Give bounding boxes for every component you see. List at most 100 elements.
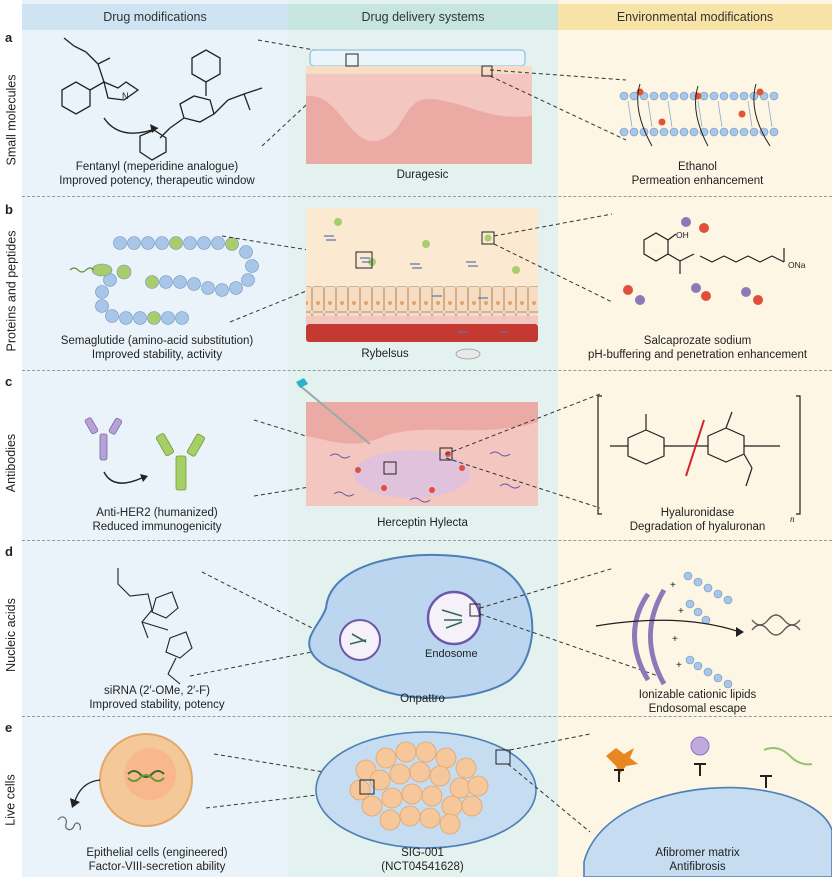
caption-salcaprozate: Salcaprozate sodium pH-buffering and pen… — [570, 334, 825, 362]
hyaluronan-subscript: n — [790, 514, 795, 524]
caption-line: Hyaluronidase — [660, 507, 735, 519]
svg-text:+: + — [672, 634, 678, 645]
caption-line: Antifibrosis — [669, 861, 726, 873]
row-divider — [22, 716, 832, 717]
collagen-fiber-icon — [763, 747, 813, 766]
row-divider — [22, 540, 832, 541]
zoom-line — [445, 457, 601, 509]
row-letter-e: e — [5, 720, 13, 735]
caption-epithelial-cells: Epithelial cells (engineered) Factor-VII… — [32, 846, 282, 874]
caption-line: Semaglutide (amino-acid substitution) — [60, 335, 254, 347]
factor-viii-protein — [57, 816, 81, 831]
ion-charges — [623, 217, 763, 305]
humanized-antibody — [155, 433, 205, 491]
zoom-line — [479, 613, 665, 679]
column-bg-environmental — [558, 0, 832, 877]
caption-line: Anti-HER2 (humanized) — [96, 507, 218, 519]
caption-line: Endosomal escape — [648, 703, 747, 715]
caption-duragesic: Duragesic — [300, 168, 545, 182]
caption-ionizable-lipids: Ionizable cationic lipids Endosomal esca… — [570, 688, 825, 716]
sig001-encapsulated-cells — [315, 731, 537, 849]
endosome-label: Endosome — [425, 648, 478, 660]
meperidine-n-label: N — [122, 91, 129, 101]
caption-line: Rybelsus — [361, 348, 409, 360]
caption-anti-her2: Anti-HER2 (humanized) Reduced immunogeni… — [32, 506, 282, 534]
caption-line: Herceptin Hylecta — [377, 517, 468, 529]
humanization-arrow — [103, 471, 147, 484]
caption-line: Salcaprozate sodium — [643, 335, 752, 347]
caption-line: (NCT04541628) — [381, 861, 464, 873]
caption-line: Improved potency, therapeutic window — [59, 175, 255, 187]
caption-line: Factor-VIII-secretion ability — [88, 861, 226, 873]
salcaprozate-structure — [643, 232, 785, 274]
caption-herceptin-hylecta: Herceptin Hylecta — [300, 516, 545, 530]
duragesic-skin-patch — [306, 49, 532, 164]
endosome — [426, 590, 482, 646]
ionizable-lipid-escape: + + + + — [595, 571, 801, 689]
svg-text:+: + — [670, 580, 676, 591]
caption-onpattro: Onpattro — [300, 692, 545, 706]
caption-semaglutide: Semaglutide (amino-acid substitution) Im… — [32, 334, 282, 362]
zoom-line — [493, 213, 613, 237]
fatty-acid-tail — [69, 267, 95, 273]
caption-line: Fentanyl (meperidine analogue) — [75, 161, 239, 173]
caption-line: Improved stability, potency — [89, 699, 225, 711]
caption-afibromer: Afibromer matrix Antifibrosis — [570, 846, 825, 874]
row-letter-d: d — [5, 544, 13, 559]
zoom-line — [261, 65, 349, 147]
cleavage-mark — [685, 419, 705, 477]
macrophage-icon — [690, 736, 710, 756]
caption-sirna: siRNA (2′-OMe, 2′-F) Improved stability,… — [32, 684, 282, 712]
salcaprozate-ona-label: ONa — [788, 260, 806, 270]
caption-line: Ionizable cationic lipids — [638, 689, 757, 701]
zoom-line — [509, 733, 591, 751]
fentanyl-structure — [139, 49, 263, 161]
row-divider — [22, 196, 832, 197]
caption-line: Permeation enhancement — [631, 175, 764, 187]
zoom-line — [257, 39, 349, 57]
fibroblast-icon — [606, 748, 638, 774]
zoom-line — [201, 571, 313, 629]
zoom-line — [479, 567, 615, 609]
caption-rybelsus: Rybelsus — [300, 347, 470, 361]
header-drug-modifications: Drug modifications — [22, 4, 288, 30]
hyaluronan-structure — [597, 395, 801, 515]
caption-ethanol: Ethanol Permeation enhancement — [570, 160, 825, 188]
column-bg-drug-modifications — [22, 0, 288, 877]
murine-antibody — [84, 417, 123, 461]
semaglutide-peptide-chain — [91, 236, 259, 325]
zoom-line — [489, 69, 627, 81]
row-letter-a: a — [5, 30, 13, 45]
row-letter-b: b — [5, 202, 13, 217]
caption-line: Duragesic — [396, 169, 449, 181]
onpattro-endocytosis-cell — [308, 553, 534, 700]
caption-line: Onpattro — [400, 693, 445, 705]
caption-line: Ethanol — [677, 161, 717, 173]
rybelsus-tablet — [455, 348, 481, 360]
engineered-epithelial-cell — [99, 733, 193, 827]
salcaprozate-oh-label: OH — [676, 230, 689, 240]
caption-line: Reduced immunogenicity — [92, 521, 222, 533]
caption-line: SIG-001 — [401, 847, 444, 859]
herceptin-subcutaneous-skin — [296, 378, 538, 506]
header-drug-delivery-systems: Drug delivery systems — [288, 4, 558, 30]
caption-line: siRNA (2′-OMe, 2′-F) — [104, 685, 210, 697]
caption-hyaluronidase: Hyaluronidase Degradation of hyaluronan — [570, 506, 825, 534]
row-divider — [22, 370, 832, 371]
zoom-line — [493, 243, 613, 303]
zoom-line — [213, 753, 361, 779]
lipid-bilayer-ethanol — [619, 83, 779, 147]
svg-text:+: + — [678, 606, 684, 617]
caption-fentanyl: Fentanyl (meperidine analogue) Improved … — [32, 160, 282, 188]
caption-line: Afibromer matrix — [655, 847, 740, 859]
meperidine-structure — [61, 37, 140, 115]
afibromer-matrix — [583, 736, 832, 877]
caption-line: Improved stability, activity — [91, 349, 223, 361]
svg-text:+: + — [676, 660, 682, 671]
zoom-line — [507, 763, 591, 833]
header-environmental-modifications: Environmental modifications — [558, 4, 832, 30]
sirna-structure — [117, 568, 193, 685]
caption-line: Degradation of hyaluronan — [629, 521, 766, 533]
caption-sig001: SIG-001 (NCT04541628) — [300, 846, 545, 874]
